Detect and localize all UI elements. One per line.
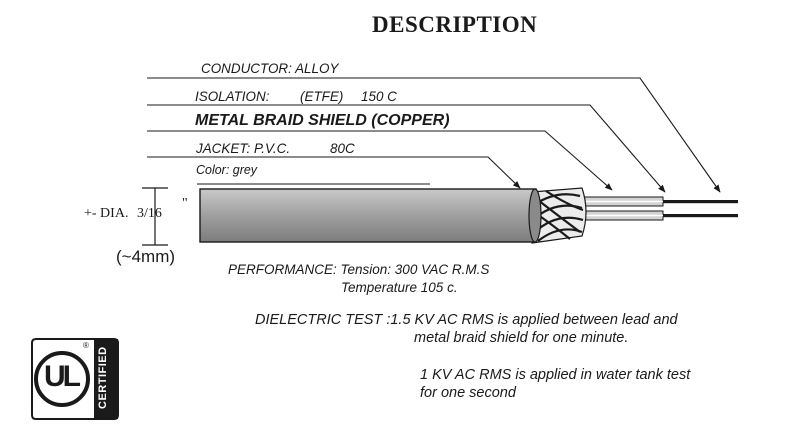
performance-temperature: Temperature 105 c.	[341, 280, 458, 295]
leader-conductor	[147, 77, 721, 193]
color-label: Color: grey	[196, 162, 258, 177]
leader-jacket	[147, 156, 521, 189]
ul-certified-logo	[31, 338, 119, 420]
leader-isolation	[147, 104, 666, 193]
conductors	[660, 200, 738, 218]
leader-shield	[147, 130, 613, 191]
leader-lines	[147, 77, 721, 193]
metric-diameter: (~4mm)	[116, 247, 176, 266]
jacket-label: JACKET: P.V.C.	[196, 140, 291, 156]
diameter-label: +- DIA.	[84, 206, 129, 221]
isolation-label: ISOLATION:	[195, 88, 270, 104]
dielectric-line-4: for one second	[420, 385, 516, 401]
diameter-bracket	[142, 187, 168, 246]
ul-certified-text: CERTIFIED	[97, 346, 109, 409]
isolation-material: (ETFE)	[300, 88, 344, 104]
dielectric-line-1: DIELECTRIC TEST :1.5 KV AC RMS is applie…	[255, 312, 678, 328]
page-title: DESCRIPTION	[372, 12, 538, 37]
inch-mark: "	[182, 196, 188, 211]
isolation-temp: 150 C	[361, 88, 397, 104]
registered-mark: ®	[83, 341, 89, 350]
ul-logo-letters: UL	[44, 360, 81, 393]
dielectric-line-3: 1 KV AC RMS is applied in water tank tes…	[420, 367, 691, 383]
diameter-value: 3/16	[137, 206, 162, 221]
dielectric-line-2: metal braid shield for one minute.	[414, 330, 629, 346]
insulated-wires	[582, 196, 664, 221]
performance-tension: PERFORMANCE: Tension: 300 VAC R.M.S	[228, 262, 490, 277]
pvc-jacket	[199, 188, 542, 243]
shield-label: METAL BRAID SHIELD (COPPER)	[195, 112, 450, 129]
jacket-temp: 80C	[330, 140, 355, 156]
conductor-label: CONDUCTOR: ALLOY	[201, 60, 339, 76]
